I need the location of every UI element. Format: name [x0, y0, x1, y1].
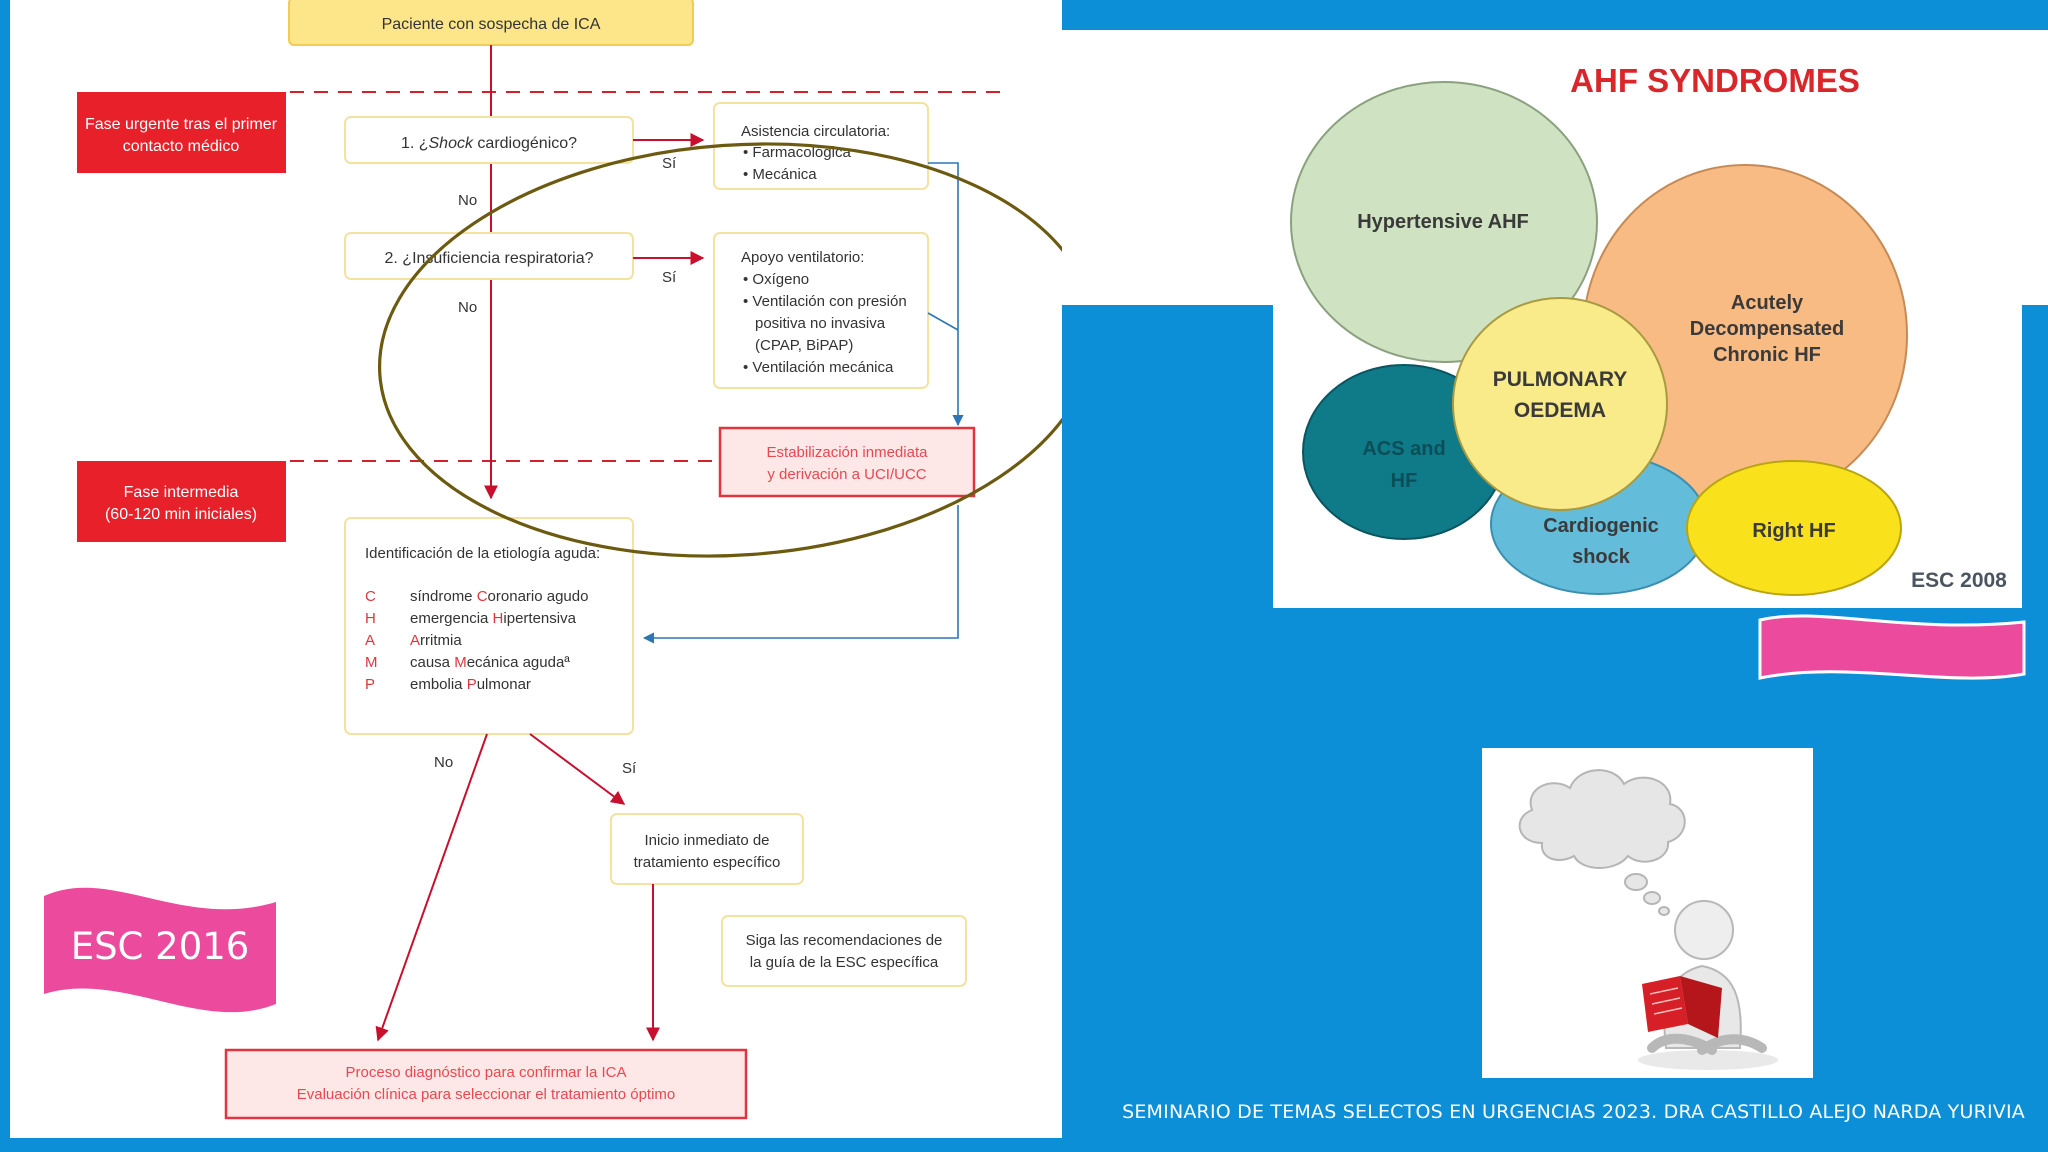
svg-text:contacto médico: contacto médico: [123, 138, 240, 155]
svg-text:• Mecánica: • Mecánica: [743, 166, 817, 183]
blue-connector-vent: [927, 312, 959, 331]
decorative-ribbon: [1758, 614, 2026, 680]
bubble-pulmonary: [1452, 297, 1668, 511]
svg-text:(60-120 min iniciales): (60-120 min iniciales): [105, 506, 257, 523]
arrow-yes-to-treatment: [529, 733, 626, 805]
svg-text:Paciente con sospecha de ICA: Paciente con sospecha de ICA: [382, 16, 601, 33]
svg-text:• Ventilación con presión: • Ventilación con presión: [743, 293, 907, 310]
svg-text:• Oxígeno: • Oxígeno: [743, 271, 809, 288]
no-label-2: No: [458, 299, 477, 316]
bubble-hypertensive: [1290, 81, 1598, 363]
reading-figure-icon: [1638, 900, 1778, 1070]
thinking-reader-image: [1518, 769, 1778, 1070]
svg-text:(CPAP, BiPAP): (CPAP, BiPAP): [755, 337, 853, 354]
etiology-item: embolia Pulmonar: [410, 676, 531, 693]
stabilization-box: Estabilización inmediata y derivación a …: [718, 426, 976, 498]
bubble-right-hf: [1686, 460, 1902, 596]
svg-text:Proceso diagnóstico para confi: Proceso diagnóstico para confirmar la IC…: [346, 1064, 627, 1081]
ica-flowchart: Fase urgente tras el primer contacto méd…: [77, 0, 1062, 1120]
follow-guide-box: Siga las recomendaciones de la guía de l…: [721, 915, 967, 987]
label-acs: HF: [1391, 470, 1418, 492]
svg-text:2. ¿Insuficiencia respiratoria: 2. ¿Insuficiencia respiratoria?: [385, 250, 594, 267]
yes-label-1: Sí: [662, 155, 677, 172]
thought-cloud-icon: [1518, 769, 1686, 916]
label-hypertensive: Hypertensive AHF: [1357, 211, 1529, 233]
svg-text:Siga las recomendaciones de: Siga las recomendaciones de: [746, 932, 943, 949]
svg-text:Identificación de la etiología: Identificación de la etiología aguda:: [365, 545, 600, 562]
no-label-3: No: [434, 754, 453, 771]
label-pulmonary: OEDEMA: [1514, 399, 1606, 422]
arrow-no-to-diagnosis: [375, 733, 488, 1042]
etiology-letter: P: [365, 676, 375, 693]
etiology-letter: C: [365, 588, 376, 605]
question-shock-box: 1. ¿Shock cardiogénico?: [344, 116, 634, 164]
svg-text:Inicio inmediato de: Inicio inmediato de: [644, 832, 769, 849]
svg-text:Fase intermedia: Fase intermedia: [124, 484, 239, 501]
blue-connector-circ: [928, 162, 964, 427]
svg-text:tratamiento específico: tratamiento específico: [634, 854, 781, 871]
etiology-item: Arritmia: [410, 632, 462, 649]
etiology-letter: M: [365, 654, 378, 671]
no-label-1: No: [458, 192, 477, 209]
etiology-item: emergencia Hipertensiva: [410, 610, 577, 627]
blue-connector-etiology: [642, 505, 959, 644]
svg-text:Fase urgente tras el primer: Fase urgente tras el primer: [85, 116, 278, 133]
phase-intermediate-label: Fase intermedia (60-120 min iniciales): [77, 461, 286, 542]
svg-text:Evaluación clínica para selecc: Evaluación clínica para seleccionar el t…: [297, 1086, 676, 1103]
label-cardiogenic: Cardiogenic: [1543, 515, 1659, 537]
ahf-title: AHF SYNDROMES: [1570, 62, 1860, 99]
diagnosis-process-box: Proceso diagnóstico para confirmar la IC…: [224, 1048, 748, 1120]
label-acute-decompensated: Chronic HF: [1713, 344, 1821, 366]
svg-text:positiva no invasiva: positiva no invasiva: [755, 315, 886, 332]
svg-text:Estabilización inmediata: Estabilización inmediata: [767, 444, 929, 461]
ahf-syndromes-diagram: AHF SYNDROMES Hypertensive AHF Acutely D…: [1290, 62, 2007, 596]
label-cardiogenic: shock: [1572, 546, 1631, 568]
etiology-box: Identificación de la etiología aguda: C …: [344, 517, 634, 735]
highlight-ellipse: [377, 142, 1062, 558]
label-pulmonary: PULMONARY: [1493, 368, 1628, 391]
label-right-hf: Right HF: [1752, 520, 1835, 542]
esc2016-badge: ESC 2016: [70, 925, 250, 968]
label-acute-decompensated: Decompensated: [1690, 318, 1845, 340]
etiology-letter: A: [365, 632, 375, 649]
start-treatment-box: Inicio inmediato de tratamiento específi…: [610, 813, 804, 885]
ahf-source: ESC 2008: [1911, 569, 2007, 592]
svg-text:y derivación a UCI/UCC: y derivación a UCI/UCC: [767, 466, 926, 483]
start-box: Paciente con sospecha de ICA: [288, 0, 694, 46]
svg-text:la guía de la ESC específica: la guía de la ESC específica: [750, 954, 939, 971]
question-respiratory-box: 2. ¿Insuficiencia respiratoria?: [344, 232, 634, 280]
svg-text:• Ventilación mecánica: • Ventilación mecánica: [743, 359, 894, 376]
yes-label-2: Sí: [662, 269, 677, 286]
etiology-item: síndrome Coronario agudo: [410, 588, 588, 605]
ventilatory-support-box: Apoyo ventilatorio: • Oxígeno • Ventilac…: [713, 232, 929, 389]
yes-label-3: Sí: [622, 760, 637, 777]
svg-text:Asistencia circulatoria:: Asistencia circulatoria:: [741, 123, 890, 140]
label-acute-decompensated: Acutely: [1731, 292, 1804, 314]
phase-urgent-label: Fase urgente tras el primer contacto méd…: [77, 92, 286, 173]
etiology-letter: H: [365, 610, 376, 627]
svg-text:1. ¿Shock cardiogénico?: 1. ¿Shock cardiogénico?: [401, 135, 577, 152]
footer-credit: SEMINARIO DE TEMAS SELECTOS EN URGENCIAS…: [1122, 1101, 2025, 1123]
esc2016-ribbon-shape: [44, 887, 276, 1013]
etiology-item: causa Mecánica agudaª: [410, 654, 570, 671]
label-acs: ACS and: [1362, 438, 1445, 460]
svg-text:Apoyo ventilatorio:: Apoyo ventilatorio:: [741, 249, 864, 266]
